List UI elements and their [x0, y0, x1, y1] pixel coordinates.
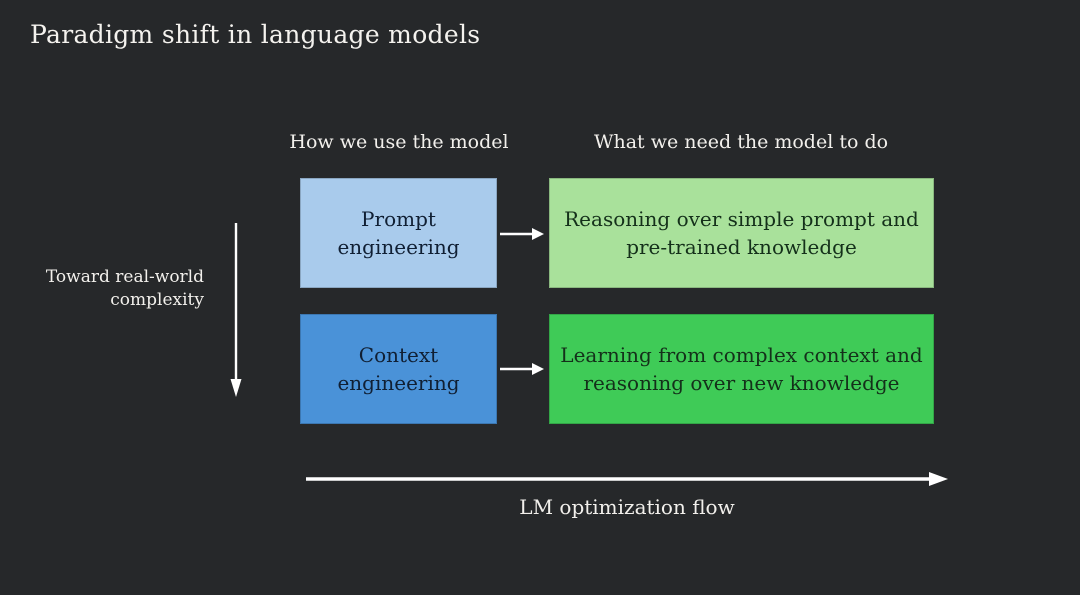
optimization-flow-label: LM optimization flow: [519, 495, 735, 519]
optimization-flow-arrow-icon: [306, 472, 948, 486]
column-header-what: What we need the model to do: [593, 131, 889, 153]
reasoning-knowledge-box: Reasoning over simple prompt and pre-tra…: [549, 178, 934, 288]
complexity-axis-label: Toward real-world complexity: [45, 267, 204, 310]
right-arrow-icon: [500, 228, 544, 240]
prompt-engineering-box: Prompt engineering: [300, 178, 497, 288]
down-arrow-icon: [230, 223, 242, 397]
learning-knowledge-box: Learning from complex context and reason…: [549, 314, 934, 424]
right-arrow-icon: [500, 363, 544, 375]
slide-title: Paradigm shift in language models: [30, 20, 481, 49]
column-header-how: How we use the model: [289, 131, 509, 153]
context-engineering-box: Context engineering: [300, 314, 497, 424]
